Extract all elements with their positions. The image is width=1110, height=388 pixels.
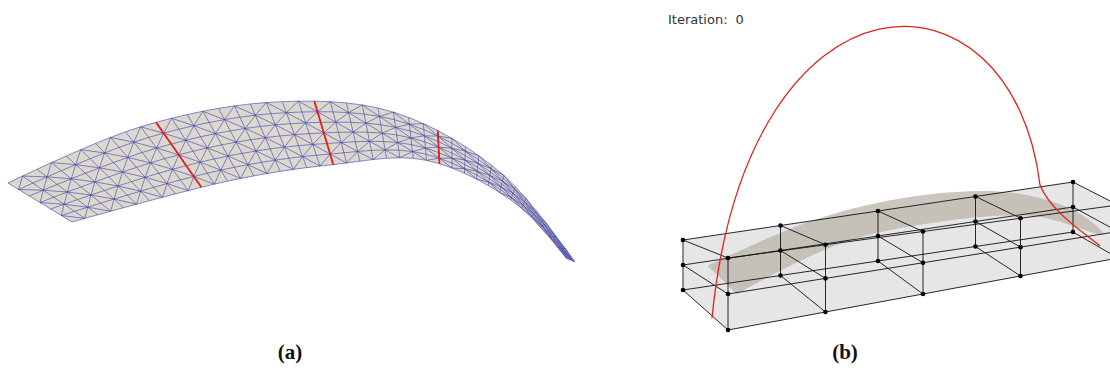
iteration-label: Iteration:: [668, 12, 728, 27]
iteration-number: 0: [736, 12, 744, 27]
panel-label: (a): [278, 340, 303, 365]
surface-mesh: [8, 101, 575, 262]
trajectory-curve: [712, 26, 1100, 318]
section-line: [314, 101, 333, 164]
section-line: [438, 131, 440, 164]
panel-label: (b): [832, 340, 858, 365]
section-line: [156, 122, 201, 187]
control-lattice: [681, 180, 1110, 333]
